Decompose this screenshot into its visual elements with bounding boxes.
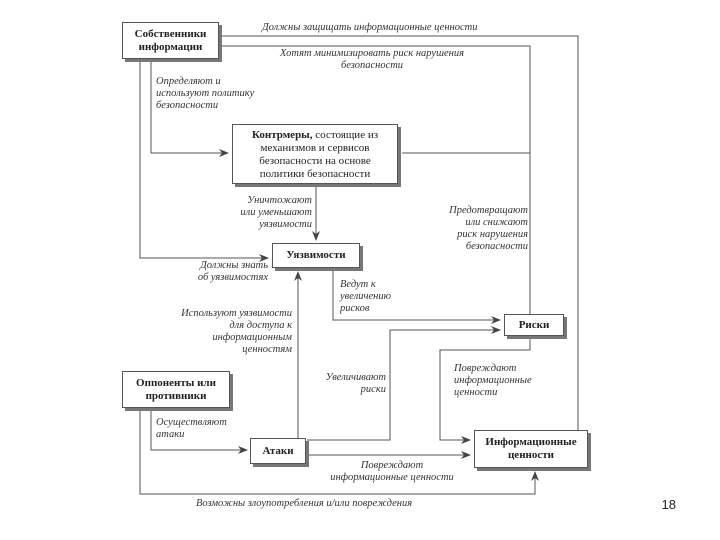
label-must-protect: Должны защищать информационные ценности <box>262 22 478 33</box>
label-destroy-reduce: Уничтожают или уменьшают уязвимости <box>240 195 312 230</box>
label-abuse-damage: Возможны злоупотребления и/или поврежден… <box>196 498 413 509</box>
label-damage-assets-1: Повреждают информационные ценности <box>454 363 532 398</box>
arrow-owners-countermeasures <box>150 62 229 157</box>
arrow-opponents-attacks <box>150 410 248 454</box>
page-number: 18 <box>661 497 676 512</box>
countermeasures-rest-label: состоящие из механизмов и сервисов безоп… <box>259 129 379 180</box>
label-prevent-reduce: Предотвращают или снижают риск нарушения… <box>449 205 528 252</box>
box-countermeasures: Контрмеры, состоящие из механизмов и сер… <box>232 124 398 184</box>
label-carry-out-attacks: Осуществляют атаки <box>156 417 227 440</box>
label-damage-assets-2: Повреждают информационные ценности <box>330 460 454 483</box>
arrow-risks-assets <box>439 338 531 444</box>
countermeasures-bold-label: Контрмеры, <box>251 129 313 141</box>
box-vulnerabilities: Уязвимости <box>272 243 360 268</box>
label-lead-to-risk: Ведут к увеличению рисков <box>340 279 391 314</box>
label-must-know: Должны знать об уязвимостях <box>197 260 268 283</box>
arrow-owners-protect-assets <box>222 35 590 471</box>
box-information-owners: Собственники информации <box>122 22 219 59</box>
box-risks: Риски <box>504 314 564 336</box>
arrow-owners-vulnerabilities <box>139 62 269 262</box>
box-information-assets: Информационные ценности <box>474 430 588 468</box>
box-attacks: Атаки <box>250 438 306 464</box>
label-increase-risk: Увеличивают риски <box>325 372 386 395</box>
label-define-policy: Определяют и используют политику безопас… <box>156 76 255 111</box>
label-minimize-risk: Хотят минимизировать риск нарушения безо… <box>279 48 465 71</box>
arrow-vulnerabilities-risks <box>332 270 501 324</box>
arrow-owners-minimize-risks <box>222 45 566 327</box>
arrow-attacks-risks <box>307 326 501 441</box>
box-opponents: Оппоненты или противники <box>122 371 230 408</box>
arrow-opponents-assets <box>139 410 539 495</box>
label-use-vulnerabilities: Используют уязвимости для доступа к инфо… <box>181 308 292 355</box>
